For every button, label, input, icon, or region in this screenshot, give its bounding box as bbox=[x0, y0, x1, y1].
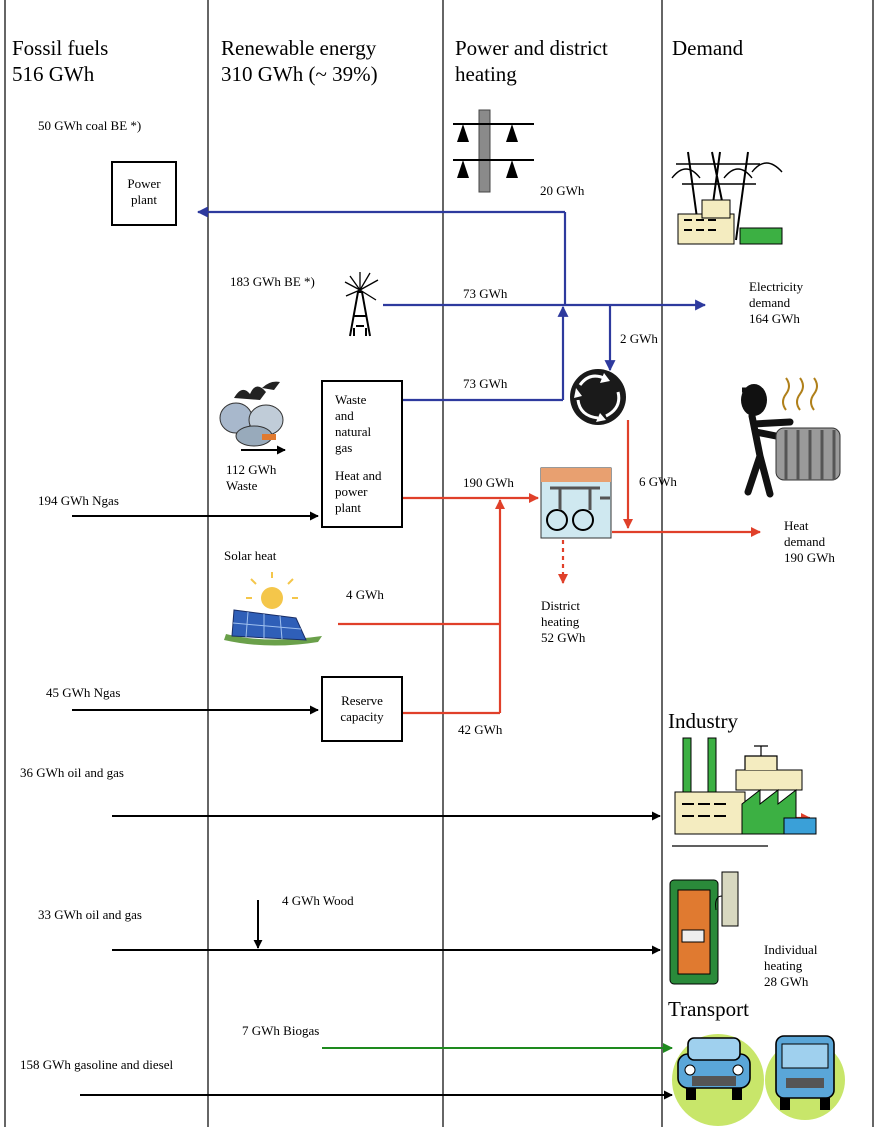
electricity-flows bbox=[198, 212, 705, 400]
pylon-icon bbox=[453, 110, 534, 192]
wood-label: 4 GWh Wood bbox=[282, 893, 354, 909]
wind-73-label: 73 GWh bbox=[463, 286, 507, 302]
ngas-194-label: 194 GWh Ngas bbox=[38, 493, 119, 509]
solar-panel-icon bbox=[224, 572, 322, 646]
heat-6-label: 6 GWh bbox=[639, 474, 677, 490]
solar-heat-label: Solar heat bbox=[224, 548, 276, 564]
ngas-45-label: 45 GWh Ngas bbox=[46, 685, 120, 701]
biogas-label: 7 GWh Biogas bbox=[242, 1023, 319, 1039]
waste-bags-icon bbox=[220, 382, 283, 446]
bus-icon bbox=[765, 1036, 845, 1120]
factory-icon bbox=[672, 738, 816, 846]
oil-36-label: 36 GWh oil and gas bbox=[20, 765, 124, 781]
reserve-42-label: 42 GWh bbox=[458, 722, 502, 738]
industry-label: Industry bbox=[668, 708, 738, 734]
power-station-icon bbox=[672, 152, 782, 244]
car-icon bbox=[672, 1034, 764, 1126]
boiler-icon bbox=[670, 872, 738, 984]
windmill-icon bbox=[345, 272, 378, 336]
person-at-radiator-icon bbox=[741, 378, 840, 494]
fossil-flows bbox=[72, 450, 672, 1095]
oil-33-label: 33 GWh oil and gas bbox=[38, 907, 142, 923]
demand-header: Demand bbox=[672, 35, 743, 61]
to-heat-2-label: 2 GWh bbox=[620, 331, 658, 347]
transport-label: Transport bbox=[668, 996, 749, 1022]
heat-exchanger-icon bbox=[541, 468, 611, 538]
wind-label: 183 GWh BE *) bbox=[230, 274, 315, 290]
chp-190-label: 190 GWh bbox=[463, 475, 514, 491]
chp-73-label: 73 GWh bbox=[463, 376, 507, 392]
gasoline-label: 158 GWh gasoline and diesel bbox=[20, 1057, 173, 1073]
solar-4-label: 4 GWh bbox=[346, 587, 384, 603]
recycle-icon bbox=[570, 369, 626, 425]
coal-label: 50 GWh coal BE *) bbox=[38, 118, 141, 134]
grid-20-label: 20 GWh bbox=[540, 183, 584, 199]
